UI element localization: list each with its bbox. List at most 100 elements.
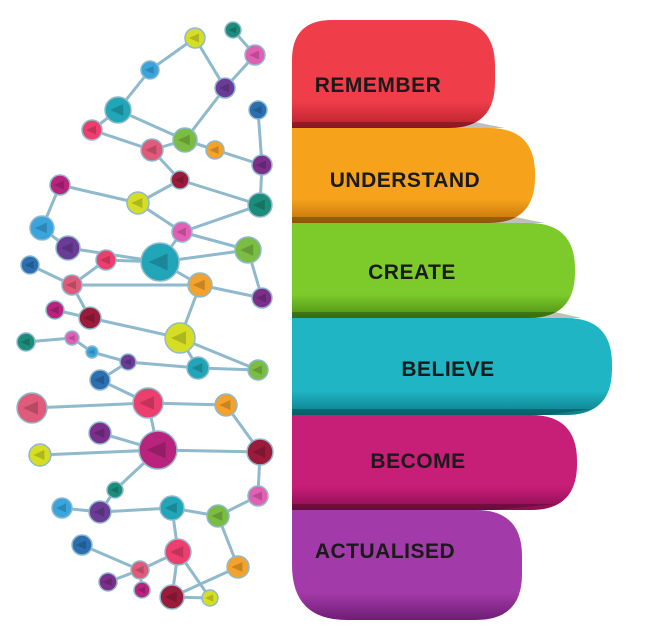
band-shadow: [292, 122, 505, 128]
stage-band-actualised: [292, 510, 522, 620]
network-node: [132, 387, 164, 419]
network-node: [214, 393, 238, 417]
network-node-shade: [49, 305, 59, 315]
network-node: [171, 221, 193, 243]
network-node-shade: [67, 334, 75, 342]
network-node-shade: [24, 260, 34, 270]
network-node-shade: [219, 400, 231, 410]
network-node: [201, 589, 219, 607]
network-node-shade: [94, 375, 104, 385]
network-node-shade: [34, 222, 47, 234]
network-node-shade: [256, 160, 266, 170]
network-node-shade: [93, 428, 105, 438]
network-node: [140, 60, 160, 80]
network-node: [247, 485, 269, 507]
stage-band-become: [292, 415, 577, 510]
network-node-shade: [86, 125, 96, 135]
network-node: [187, 272, 213, 298]
network-node: [184, 27, 206, 49]
network-node: [89, 369, 111, 391]
network-node: [98, 572, 118, 592]
network-node: [20, 255, 40, 275]
network-node: [159, 495, 185, 521]
network-node: [126, 191, 150, 215]
network-node-shade: [252, 199, 265, 211]
network-node: [78, 306, 102, 330]
network-node: [226, 555, 250, 579]
network-node-shade: [174, 175, 184, 185]
network-node: [140, 138, 164, 162]
network-node-shade: [209, 145, 219, 155]
network-node: [164, 322, 196, 354]
network-node: [247, 192, 273, 218]
network-node-shade: [164, 591, 177, 603]
network-node-shade: [256, 293, 266, 303]
network-node-shade: [110, 104, 124, 116]
network-node: [29, 215, 55, 241]
network-node: [28, 443, 52, 467]
stage-band-create: [292, 223, 575, 318]
network-node: [186, 356, 210, 380]
network-node-shade: [23, 401, 38, 415]
network-node-shade: [145, 145, 157, 155]
network-node-shade: [144, 65, 154, 75]
stage-label: CREATE: [368, 261, 456, 284]
network-node: [88, 500, 112, 524]
band-shadow: [292, 504, 557, 510]
network-node: [251, 287, 273, 309]
stage-label: UNDERSTAND: [330, 169, 480, 192]
network-node: [224, 21, 242, 39]
network-node-shade: [20, 337, 30, 347]
stage-label: BECOME: [370, 450, 465, 473]
network-node-shade: [231, 562, 243, 572]
network-node-shade: [93, 507, 105, 517]
network-edge: [58, 183, 140, 205]
network-node: [247, 359, 269, 381]
network-node-shade: [252, 491, 262, 501]
band-shadow: [292, 312, 582, 318]
network-node-shade: [228, 26, 237, 34]
network-node: [205, 140, 225, 160]
network-node: [234, 236, 262, 264]
band-shadow: [292, 217, 545, 223]
network-node-shade: [219, 83, 229, 93]
network-node-shade: [102, 577, 112, 587]
network-node-shade: [164, 502, 177, 514]
network-node-shade: [205, 594, 214, 602]
network-node: [119, 353, 137, 371]
network-edge: [178, 178, 262, 207]
network-node: [246, 438, 274, 466]
network-node: [159, 584, 185, 610]
network-node: [214, 77, 236, 99]
network-node: [138, 430, 178, 470]
network-node: [64, 330, 80, 346]
network-edge: [180, 203, 262, 234]
network-node-shade: [252, 365, 262, 375]
stage-band-understand: [292, 128, 535, 223]
network-nodes: [16, 21, 274, 610]
network-node: [55, 235, 81, 261]
network-node: [244, 44, 266, 66]
network-node-shade: [191, 363, 203, 373]
network-node: [248, 100, 268, 120]
network-node-shade: [83, 313, 95, 323]
band-shadow: [292, 409, 592, 415]
network-node: [172, 127, 198, 153]
network-node: [71, 534, 93, 556]
network-node-shade: [110, 486, 119, 494]
network-node: [61, 274, 83, 296]
network-node-shade: [148, 253, 168, 271]
network-node-shade: [100, 255, 110, 265]
network-node-shade: [88, 349, 95, 355]
network-node-shade: [123, 358, 132, 366]
brain-network-illustration: [16, 21, 274, 610]
stage-band-remember: [292, 20, 495, 128]
network-node-shade: [240, 244, 254, 256]
network-node-shade: [146, 441, 166, 459]
network-node: [51, 497, 73, 519]
network-node: [16, 332, 36, 352]
network-node-shade: [176, 227, 186, 237]
network-node-shade: [139, 396, 154, 410]
network-node: [130, 560, 150, 580]
